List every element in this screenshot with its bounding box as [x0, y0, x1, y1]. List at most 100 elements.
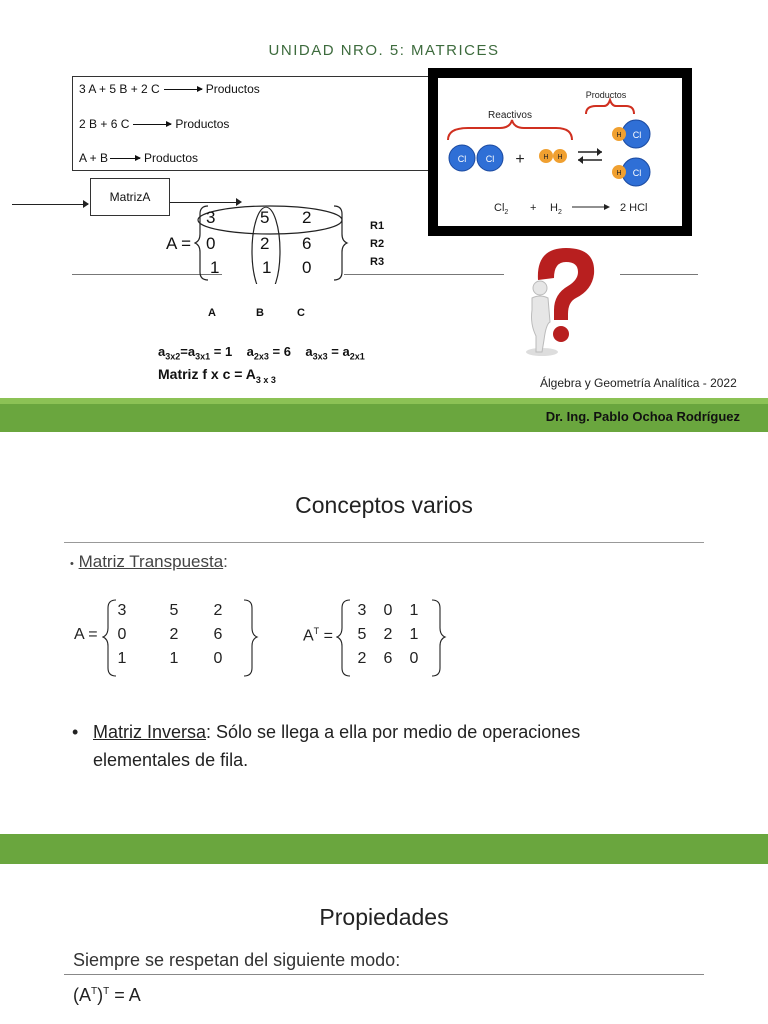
notation-line-1: a3x2=a3x1 = 1 a2x3 = 6 a3x3 = a2x1 [158, 344, 365, 362]
matrix-a-braces [194, 205, 349, 284]
at-matrix-braces [336, 599, 447, 677]
slide3-subtitle: Siempre se respetan del siguiente modo: [73, 950, 401, 970]
reaction-3: A + B Productos [79, 151, 198, 165]
arrow-icon [110, 154, 142, 161]
course-name: Álgebra y Geometría Analítica - 2022 [540, 376, 737, 390]
reaction-2-lhs: 2 B + 6 C [79, 117, 130, 131]
green-bar-thin [0, 398, 768, 404]
reaction-3-lhs: A + B [79, 151, 109, 165]
matrix-cell: 6 [383, 650, 393, 667]
eq-arrow-icon [572, 204, 610, 210]
eq-h2: H2 [550, 202, 562, 216]
matrix-cell: 5 [169, 602, 179, 619]
arrowhead-icon [236, 198, 242, 206]
footer-bar [0, 404, 768, 432]
reaction-1-rhs: Productos [205, 82, 260, 96]
arrow-icon [133, 120, 173, 127]
chemistry-image: Productos Reactivos Cl Cl + H H [438, 78, 682, 226]
eq-hcl: 2 HCl [620, 202, 648, 214]
matrix-cell: 2 [213, 602, 223, 619]
arrow-icon [163, 85, 203, 92]
h-atom-label: H [616, 132, 621, 139]
slide2-title: Conceptos varios [295, 492, 473, 518]
matriz-a-box: MatrizA [90, 178, 170, 216]
arrowhead-icon [83, 200, 89, 208]
matrix-cell: 6 [302, 234, 312, 253]
h-atom-label: H [616, 170, 621, 177]
slide3-divider [64, 974, 704, 975]
reaction-1: 3 A + 5 B + 2 C Productos [79, 82, 260, 96]
cl-atom-label: Cl [633, 168, 642, 178]
question-mark-figure-icon [526, 248, 595, 356]
slide2-divider [64, 542, 704, 543]
a-matrix-braces [102, 599, 259, 677]
slide1-title: UNIDAD NRO. 5: MATRICES [268, 42, 500, 59]
divider-left [72, 274, 222, 275]
h-atom-label: H [543, 154, 548, 161]
matrix-cell: 2 [260, 234, 270, 253]
reactivos-bracket [447, 119, 573, 141]
col-label: B [256, 307, 264, 319]
matrix-cell: 0 [213, 650, 223, 667]
cl-atom-icon [448, 144, 476, 172]
bullet-transpuesta: • Matriz Transpuesta: [70, 552, 228, 571]
matrix-cell: 1 [262, 258, 272, 277]
a-matrix-grid: 3 5 2 0 2 6 1 1 0 [112, 602, 252, 674]
chem-reactivos-label: Reactivos [488, 110, 532, 121]
row1-highlight-ellipse [197, 205, 343, 235]
h-atom-icon [539, 149, 553, 163]
matrix-cell: 0 [409, 650, 419, 667]
matrix-cell: 1 [409, 602, 419, 619]
productos-bracket [585, 96, 635, 115]
author-credit: Dr. Ing. Pablo Ochoa Rodríguez [545, 409, 740, 424]
row-label: R1 [370, 220, 385, 232]
row-label: R2 [370, 238, 385, 250]
reaction-1-lhs: 3 A + 5 B + 2 C [79, 82, 160, 96]
separator-bar [0, 834, 768, 864]
a-matrix-label: A = [74, 626, 98, 643]
matrix-cell: 1 [117, 650, 127, 667]
cl-atom-label: Cl [486, 154, 495, 164]
matrix-cell: 2 [169, 626, 179, 643]
reaction-2-rhs: Productos [175, 117, 230, 131]
h-atom-icon [612, 165, 626, 179]
matrix-cell: 0 [117, 626, 127, 643]
plus-sign: + [515, 151, 524, 168]
matrix-cell: 1 [409, 626, 419, 643]
transpose-formula: (AT)T = A [73, 985, 141, 1005]
col-b-highlight-ellipse [251, 206, 281, 284]
matrix-cell: 0 [206, 234, 216, 253]
matrix-cell: 5 [260, 208, 270, 227]
h-atom-icon [553, 149, 567, 163]
bullet-inversa: • Matriz Inversa: Sólo se llega a ella p… [72, 722, 581, 770]
matrix-cell: 0 [302, 258, 312, 277]
cl-atom-icon [476, 144, 504, 172]
cl-atom-label: Cl [633, 130, 642, 140]
matrix-cell: 0 [383, 602, 393, 619]
reaction-2: 2 B + 6 C Productos [79, 117, 229, 131]
reactions-box: 3 A + 5 B + 2 C Productos 2 B + 6 C Prod… [72, 76, 452, 171]
matrix-cell: 6 [213, 626, 223, 643]
matrix-cell: 3 [206, 208, 216, 227]
matrix-cell: 2 [302, 208, 312, 227]
eq-cl2: Cl2 [494, 202, 508, 216]
cl-atom-label: Cl [458, 154, 467, 164]
matrix-cell: 3 [117, 602, 127, 619]
row-label: R3 [370, 256, 385, 268]
matrix-cell: 1 [210, 258, 220, 277]
matrix-cell: 3 [357, 602, 367, 619]
reaction-3-rhs: Productos [144, 151, 199, 165]
output-arrow-icon [170, 202, 240, 203]
matrix-cell: 2 [383, 626, 393, 643]
notation-line-2: Matriz f x c = A3 x 3 [158, 366, 276, 385]
eq-plus: + [530, 202, 536, 214]
at-matrix-label: AT = [303, 626, 333, 645]
divider-mid [344, 274, 504, 275]
input-arrow-icon [12, 204, 88, 205]
matrix-cell: 5 [357, 626, 367, 643]
equilibrium-arrows-icon [578, 148, 602, 164]
chemistry-image-frame: Productos Reactivos Cl Cl + H H [428, 68, 692, 236]
chem-productos-label: Productos [586, 90, 627, 100]
matrix-cell: 1 [169, 650, 179, 667]
h-atom-label: H [557, 154, 562, 161]
